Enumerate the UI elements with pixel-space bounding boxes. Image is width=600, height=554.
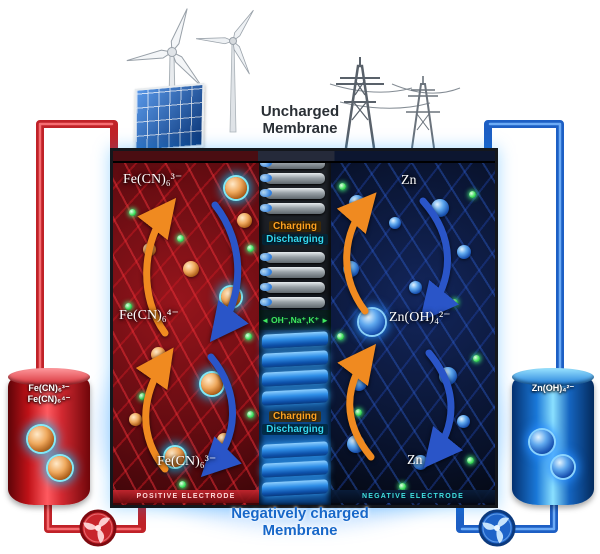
ferricyanide-particle <box>225 177 247 199</box>
positive-electrolyte-tank: Fe(CN)₆³⁻ Fe(CN)₆⁴⁻ <box>8 368 90 505</box>
ferrocyanide-particle <box>28 426 54 452</box>
ion-particle <box>399 483 406 490</box>
uncharged-membrane-stack <box>259 250 331 310</box>
charge-arrow-up <box>137 197 177 337</box>
zincate-particle <box>530 430 554 454</box>
redox-arrows <box>135 192 463 478</box>
membrane-column: Charging Discharging ◄ OH⁻,Na⁺,K⁺ ► <box>259 151 331 505</box>
ion-particle <box>473 355 480 362</box>
uncharged-membrane-line2: Membrane <box>262 119 338 137</box>
discharge-arrow-down <box>200 353 242 478</box>
discharge-arrow-down <box>419 197 459 322</box>
species-label-positive-middle: Fe(CN)₆⁴⁻ <box>119 308 179 323</box>
ferrocyanide-particle <box>129 413 142 426</box>
positive-electrode-label: POSITIVE ELECTRODE <box>113 490 259 503</box>
ion-particle <box>469 191 476 198</box>
species-label-positive-bottom: Fe(CN)₆³⁻ <box>157 454 217 469</box>
ion-flux-text: OH⁻,Na⁺,K⁺ <box>271 314 319 325</box>
ion-transport-label: ◄ OH⁻,Na⁺,K⁺ ► <box>259 310 331 330</box>
zinc-particle <box>409 281 422 294</box>
negative-electrolyte-tank: Zn(OH)₄²⁻ <box>512 368 594 505</box>
ferricyanide-particle <box>183 261 199 277</box>
solar-panel-icon <box>133 82 205 154</box>
discharge-arrow-down <box>423 349 463 468</box>
membrane-plate <box>260 158 325 169</box>
discharge-arrow-down <box>209 201 249 343</box>
negatively-charged-line2: Membrane <box>262 522 338 540</box>
membrane-plate <box>260 297 325 308</box>
battery-cell: Charging Discharging ◄ OH⁻,Na⁺,K⁺ ► <box>110 148 498 508</box>
negative-electrode-label: NEGATIVE ELECTRODE <box>331 490 495 503</box>
ion-particle <box>129 209 136 216</box>
membrane-plate <box>260 188 325 199</box>
positive-tank-label-line1: Fe(CN)₆³⁻ <box>28 383 70 393</box>
ion-particle <box>139 393 146 400</box>
uncharged-membrane-line1: Uncharged <box>260 103 340 120</box>
ferrocyanide-particle <box>48 456 72 480</box>
ion-particle <box>179 481 186 488</box>
negatively-charged-line1: Negatively charged <box>231 505 369 522</box>
charge-arrow-up <box>135 347 174 473</box>
ferricyanide-particle <box>165 447 185 467</box>
uncharged-membrane-stack <box>259 156 331 216</box>
transmission-tower-icon <box>406 76 440 149</box>
ion-particle <box>125 303 132 310</box>
charge-mode-labels-upper: Charging Discharging <box>259 216 331 250</box>
ion-particle <box>247 411 254 418</box>
power-lines <box>329 83 461 109</box>
charging-label: Charging <box>269 221 321 232</box>
charge-mode-labels-lower: Charging Discharging <box>259 406 331 440</box>
zinc-particle <box>389 217 401 229</box>
membrane-plate <box>260 203 325 214</box>
membrane-plate <box>260 267 325 278</box>
cell-top-bevel <box>113 151 495 163</box>
discharging-label: Discharging <box>262 424 328 435</box>
ferrocyanide-particle <box>201 373 223 395</box>
ion-particle <box>467 457 474 464</box>
charging-label: Charging <box>269 411 321 422</box>
species-label-negative-middle: Zn(OH)₄²⁻ <box>389 310 451 325</box>
zinc-particle <box>457 415 470 428</box>
transmission-tower-icon <box>336 57 384 149</box>
negative-tank-label: Zn(OH)₄²⁻ <box>512 383 594 394</box>
species-label-negative-top: Zn <box>401 173 417 188</box>
species-label-positive-top: Fe(CN)₆³⁻ <box>123 172 183 187</box>
charge-arrow-up <box>336 192 377 315</box>
ion-particle <box>355 409 362 416</box>
membrane-plate <box>260 173 325 184</box>
wind-turbine-icon <box>195 9 254 133</box>
ion-arrow-right-icon: ► <box>320 315 329 325</box>
membrane-plate <box>260 282 325 293</box>
negatively-charged-membrane-caption: Negatively charged Membrane <box>180 505 420 540</box>
discharging-label: Discharging <box>262 234 328 245</box>
negative-tank-label-line1: Zn(OH)₄²⁻ <box>531 383 575 393</box>
ion-arrow-left-icon: ◄ <box>261 315 270 325</box>
membrane-plate <box>260 252 325 263</box>
charge-arrow-up <box>337 343 377 461</box>
zincate-particle <box>552 456 574 478</box>
ion-particle <box>339 183 346 190</box>
positive-tank-label: Fe(CN)₆³⁻ Fe(CN)₆⁴⁻ <box>8 383 90 406</box>
ion-particle <box>247 245 254 252</box>
uncharged-membrane-caption: Uncharged Membrane <box>228 103 372 138</box>
zinc-particle <box>457 245 471 259</box>
ion-particle <box>177 235 184 242</box>
ion-particle <box>337 333 344 340</box>
positive-tank-label-line2: Fe(CN)₆⁴⁻ <box>27 394 71 405</box>
ferricyanide-particle <box>237 213 252 228</box>
species-label-negative-bottom: Zn <box>407 453 423 468</box>
